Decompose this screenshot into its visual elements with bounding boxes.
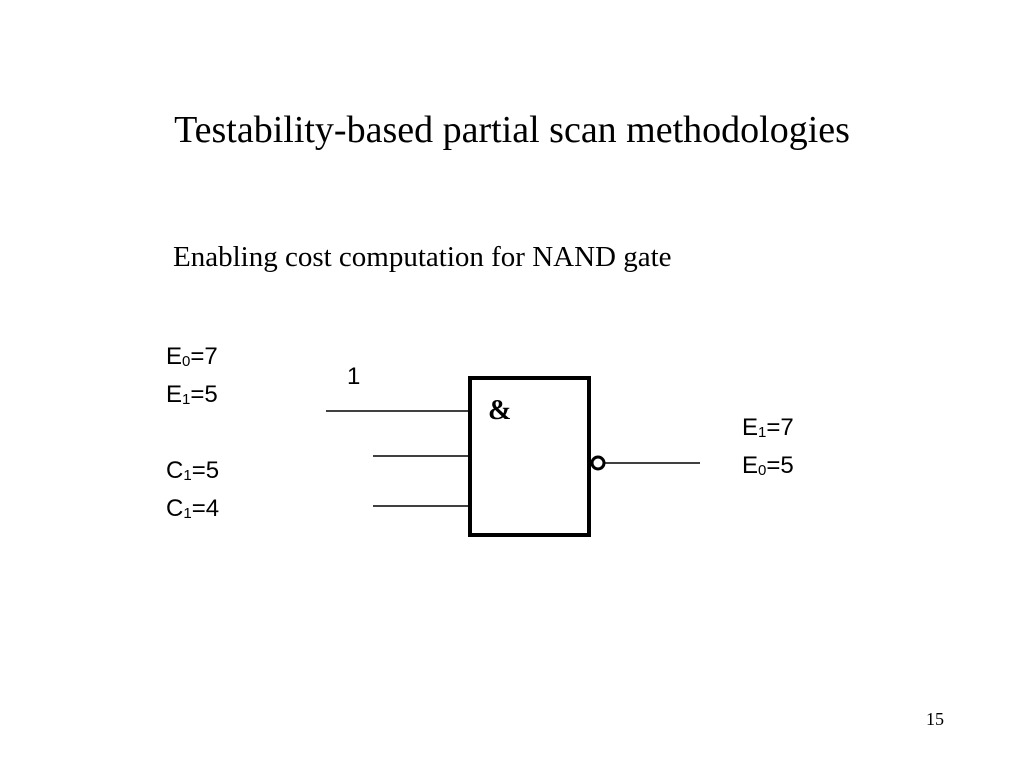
and-symbol: & [488, 395, 512, 426]
output-label-e1: E1=7 [742, 414, 794, 441]
input-label-c1-second: C1=4 [166, 495, 220, 522]
inversion-bubble [590, 455, 606, 471]
input-label-e1: E1=5 [166, 381, 218, 408]
input-value-label: 1 [347, 363, 361, 390]
output-label-e0: E0=5 [742, 452, 794, 479]
input-label-c1-first: C1=5 [166, 457, 220, 484]
input-label-e0: E0=7 [166, 343, 218, 370]
page-number: 15 [926, 709, 944, 729]
slide-title: Testability-based partial scan methodolo… [174, 109, 850, 151]
slide-subtitle: Enabling cost computation for NAND gate [173, 241, 672, 273]
